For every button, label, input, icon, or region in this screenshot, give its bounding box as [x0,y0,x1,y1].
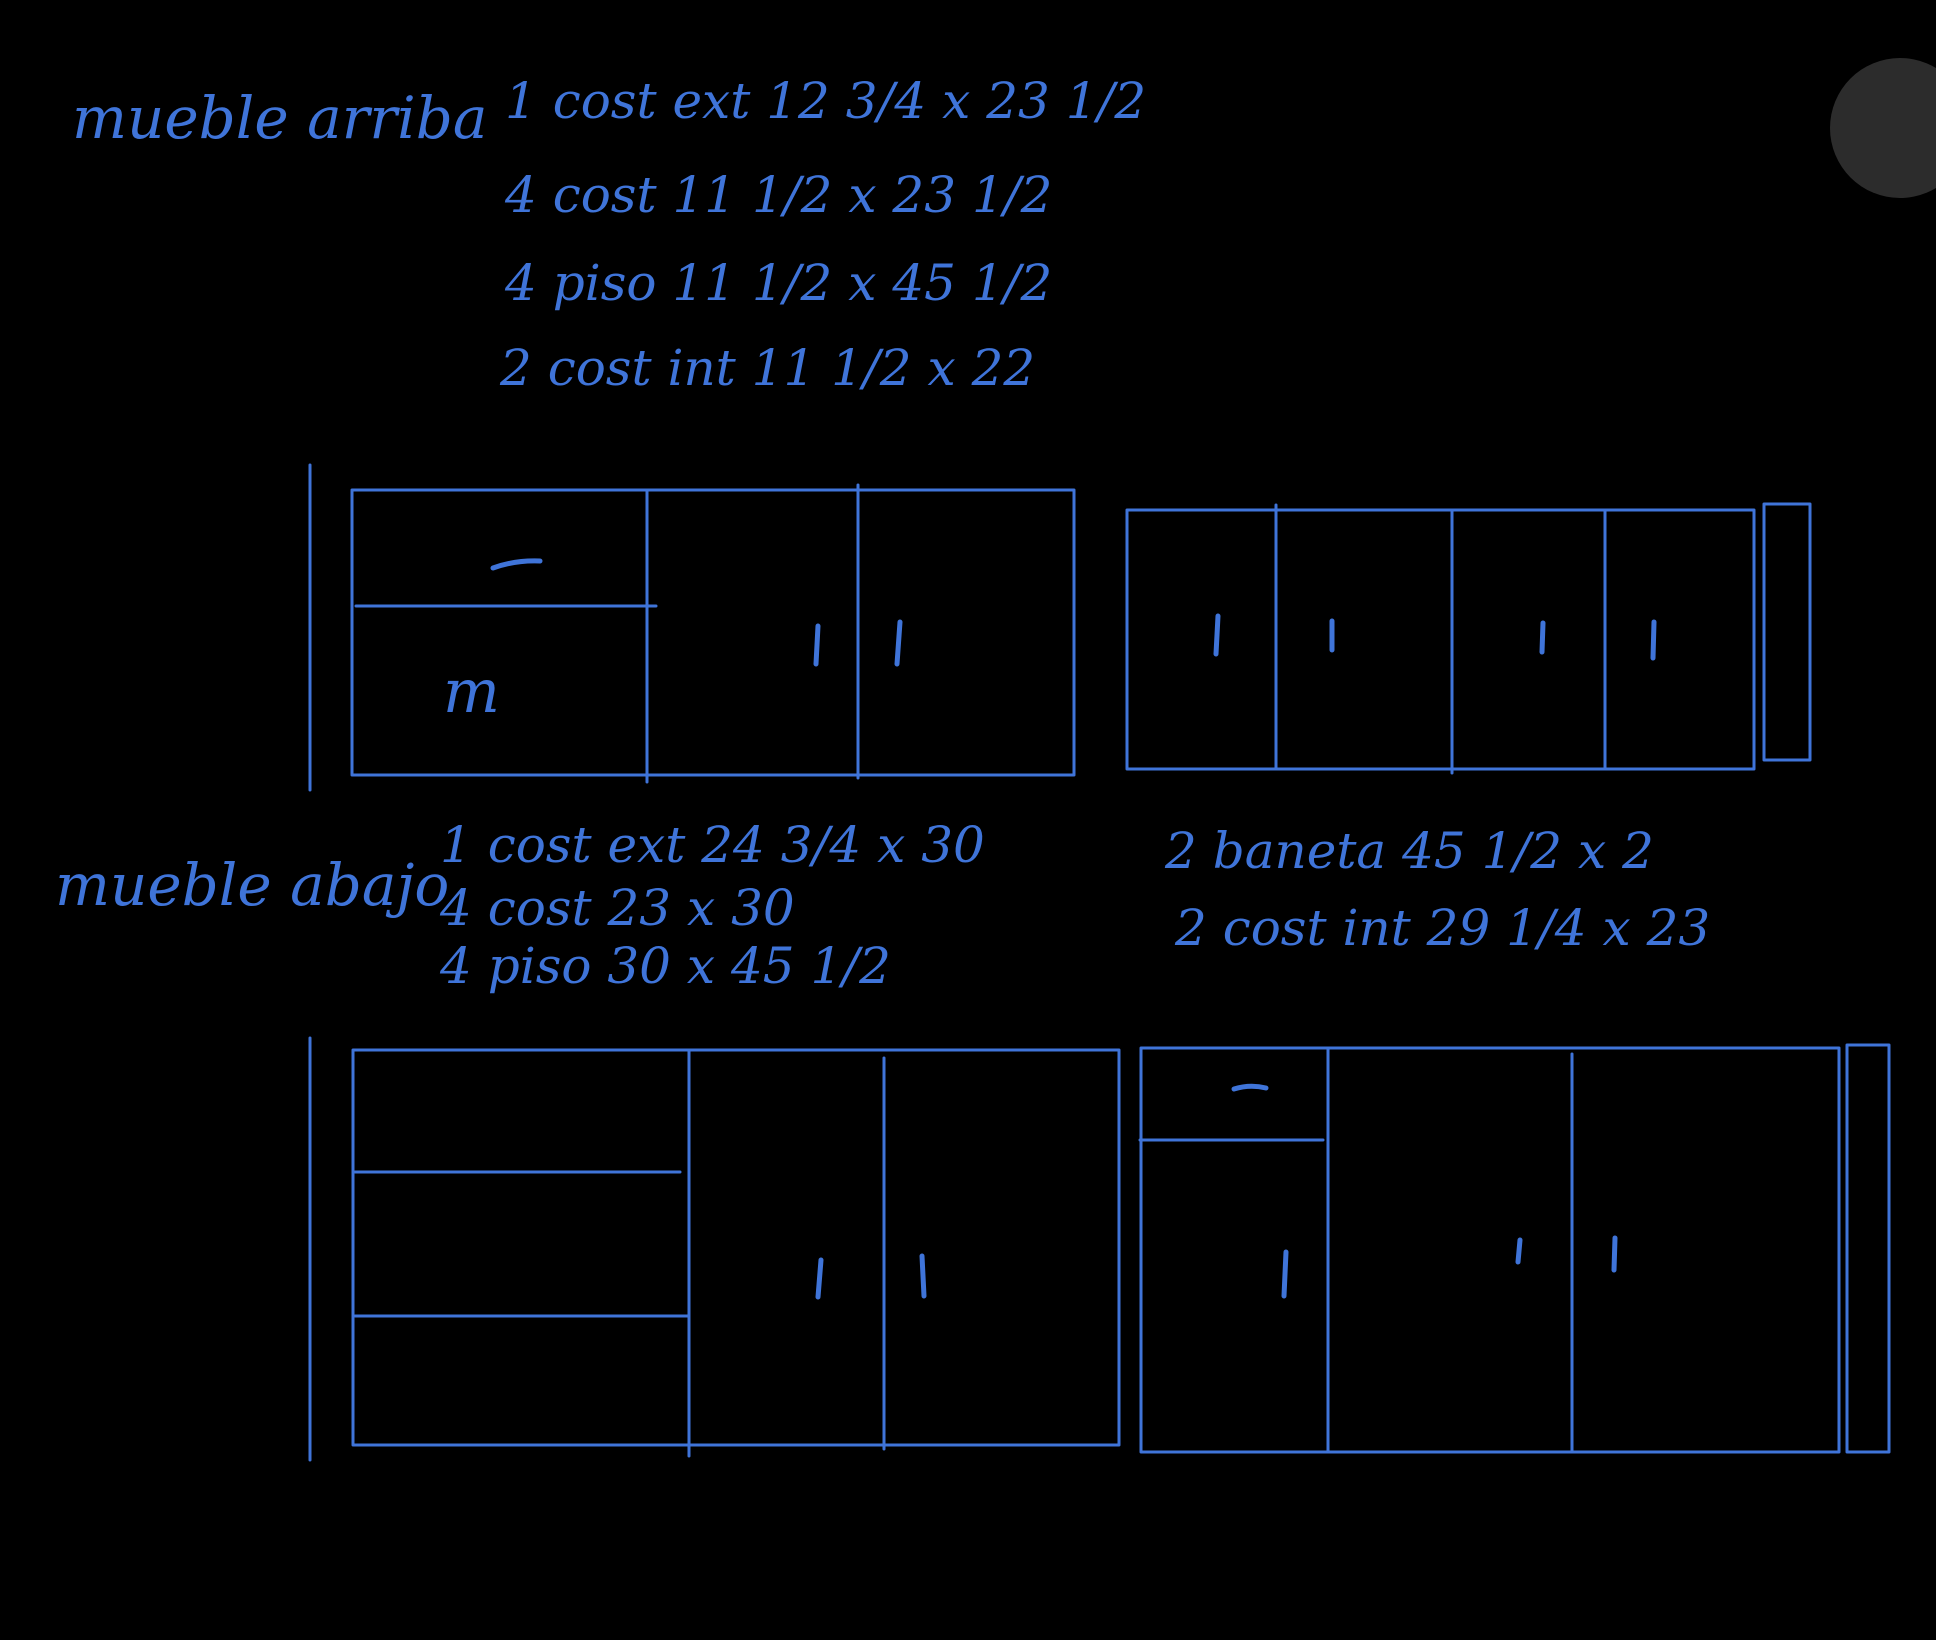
lower-right-unit [1139,1046,1841,1454]
upper-note-line-1: 1 cost ext 12 3/4 x 23 1/2 [505,72,1146,130]
lower-cabinet-title: mueble abajo [55,851,449,919]
upper-note-line-3: 4 piso 11 1/2 x 45 1/2 [504,254,1052,312]
upper-note-line-4: 2 cost int 11 1/2 x 22 [499,339,1035,397]
lower-note-line-1: 1 cost ext 24 3/4 x 30 [440,816,985,874]
upper-left-unit [350,488,1076,777]
lower-cabinet-notes: mueble abajo 1 cost ext 24 3/4 x 30 4 co… [55,816,1710,995]
lower-note-line-2: 4 cost 23 x 30 [439,879,795,937]
lower-note-line-3: 4 piso 30 x 45 1/2 [439,937,891,995]
upper-cabinet-notes: mueble arriba 1 cost ext 12 3/4 x 23 1/2… [72,72,1146,397]
upper-handle-7 [1650,619,1657,661]
upper-right-unit [1125,508,1756,771]
upper-note-line-2: 4 cost 11 1/2 x 23 1/2 [504,166,1052,224]
microwave-mark: m [443,657,500,727]
lower-handle-3 [1231,1083,1269,1092]
upper-handle-3 [894,619,903,667]
lower-handle-4 [1281,1249,1289,1299]
lower-end-panel [1845,1043,1891,1454]
lower-handle-1 [815,1257,824,1300]
upper-cabinet-sketch: m [308,463,1812,792]
upper-handle-2 [813,623,821,667]
lower-cabinet-sketch [308,1036,1891,1462]
lower-left-unit [351,1048,1121,1447]
upper-handle-1 [490,558,543,571]
upper-cabinet-title: mueble arriba [72,84,487,152]
lower-handle-2 [919,1253,927,1299]
upper-handle-6 [1539,620,1546,655]
lower-handle-6 [1611,1235,1618,1273]
upper-handle-4 [1213,613,1221,657]
lower-note-extra-1: 2 baneta 45 1/2 x 2 [1164,822,1654,880]
upper-end-panel [1762,502,1812,762]
lower-handle-5 [1515,1237,1523,1265]
lower-note-extra-2: 2 cost int 29 1/4 x 23 [1174,899,1710,957]
floating-action-button[interactable] [1830,58,1936,198]
